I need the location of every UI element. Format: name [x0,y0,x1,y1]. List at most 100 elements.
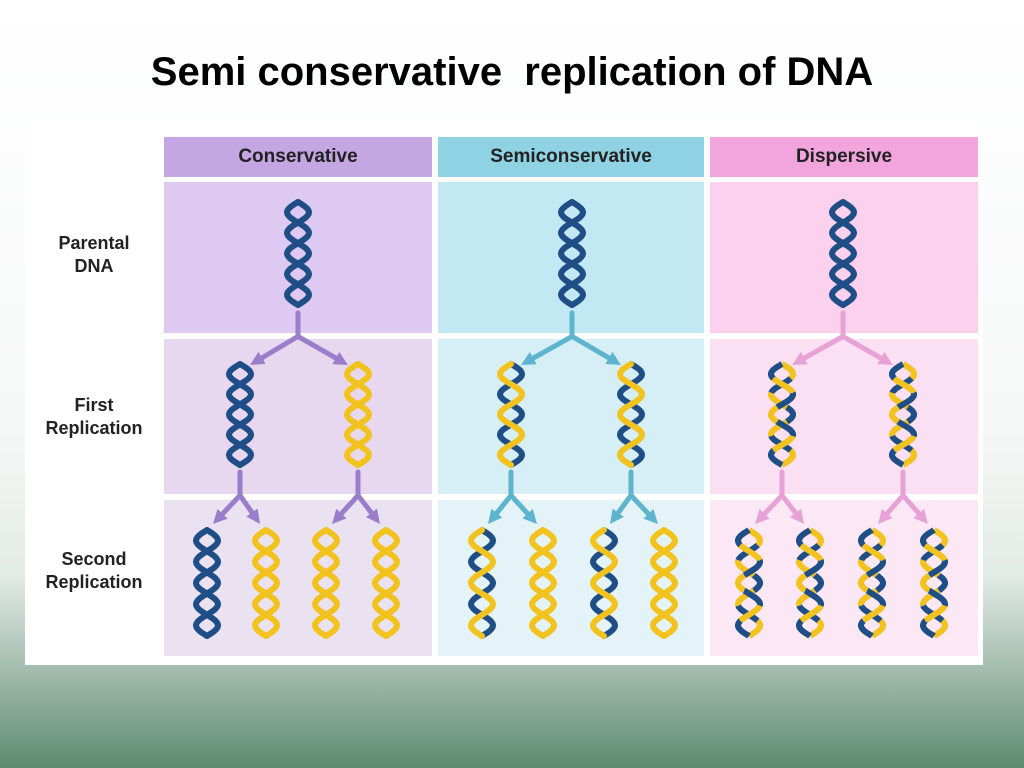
dna-first-gen-helix [889,361,917,468]
dna-strand-segment [870,527,886,548]
dna-strand-segment [858,527,874,548]
dna-strand-segment [808,618,824,639]
dna-strand-segment [927,558,948,579]
dna-strand [311,527,341,639]
dna-first-gen-helix [496,361,526,468]
arrowhead [878,508,893,524]
replication-arrow-icon [792,310,893,365]
dna-strand-segment [735,573,747,593]
dna-strand [225,361,255,468]
slide-title: Semi conservative replication of DNA [150,50,874,94]
dna-strand-segment [812,573,824,593]
arrowhead [246,508,260,524]
arrowhead [488,508,503,524]
dna-second-gen-helix [251,527,281,639]
dna-second-gen-helix [858,527,886,639]
replication-arrow-icon [610,469,658,524]
dna-strand [371,527,401,639]
dna-strand-segment [858,618,874,639]
dna-strand-segment [796,618,812,639]
dna-strand-segment [775,391,796,410]
dna-strand-segment [785,404,796,425]
row-label-line: Second [61,549,127,569]
dna-strand-segment [861,542,886,562]
dna-strand-segment [892,376,917,395]
dna-strand-segment [803,587,824,608]
dna-strand-segment [799,604,824,624]
dna-strand-segment [920,618,936,639]
replication-arrow-icon [878,469,928,524]
dna-strand-segment [923,604,948,624]
dna-second-gen-helix [192,527,222,639]
dna-strand [371,527,401,639]
dna-strand [283,199,313,308]
dna-strand-segment [771,434,796,453]
row-label-line: Parental [58,233,130,253]
dna-strand-segment [747,618,763,639]
dna-first-gen-helix [768,361,796,468]
replication-arrow-icon [213,469,260,524]
dna-strand-segment [808,527,824,548]
dna-first-gen-helix [343,361,373,468]
dna-strand-segment [780,361,796,381]
column-header-semiconservative: Semiconservative [438,137,704,177]
dna-second-gen-helix [735,527,763,639]
dna-strand-segment [768,448,784,468]
dna-first-gen-helix [225,361,255,468]
dna-strand [616,361,646,468]
dna-strand [192,527,222,639]
column-header-dispersive: Dispersive [710,137,978,177]
dna-second-gen-helix [311,527,341,639]
dna-strand [616,361,646,468]
cell-dispersive-first [710,339,978,494]
dna-strand [649,527,679,639]
dna-parental-helix [283,199,313,308]
arrowhead [789,508,804,524]
dna-strand-segment [923,542,948,562]
dna-strand-segment [874,573,886,593]
row-label-parental: Parental DNA [29,232,159,278]
arrowhead [610,508,624,524]
dna-strand-segment [742,587,763,608]
dna-strand [649,527,679,639]
dna-strand [467,527,497,639]
dna-parental-helix [828,199,858,308]
row-label-line: DNA [74,256,114,276]
dna-strand-segment [896,391,917,410]
replication-arrow-icon [521,310,621,365]
dna-strand-segment [771,376,796,395]
dna-second-gen-helix [528,527,558,639]
dna-strand-segment [738,604,763,624]
cell-dispersive-parental [710,182,978,333]
dna-strand-segment [747,527,763,548]
dna-strand-segment [735,618,751,639]
dna-strand [528,527,558,639]
dna-first-gen-helix [616,361,646,468]
row-label-second-replication: Second Replication [29,548,159,594]
dna-strand-segment [927,587,948,608]
dna-second-gen-helix [371,527,401,639]
dna-strand [496,361,526,468]
cell-conservative-second [164,500,432,656]
dna-strand-segment [870,618,886,639]
dna-strand-segment [861,604,886,624]
arrowhead [913,508,928,524]
dna-second-gen-helix [920,527,948,639]
dna-second-gen-helix [589,527,619,639]
dna-strand [496,361,526,468]
replication-arrow-icon [250,310,348,365]
dna-strand-segment [742,558,763,579]
replication-models-figure: Conservative Semiconservative Dispersive… [25,120,983,665]
dna-strand-segment [906,404,917,425]
dna-strand [283,199,313,308]
dna-strand [311,527,341,639]
dna-diagram-layer [192,199,948,639]
arrowhead [605,351,621,365]
arrow-branch [295,333,344,364]
dna-strand-segment [932,618,948,639]
dna-strand-segment [936,573,948,593]
dna-strand-segment [738,542,763,562]
dna-strand [343,361,373,468]
row-label-line: Replication [45,418,143,438]
arrow-branch [569,333,617,364]
